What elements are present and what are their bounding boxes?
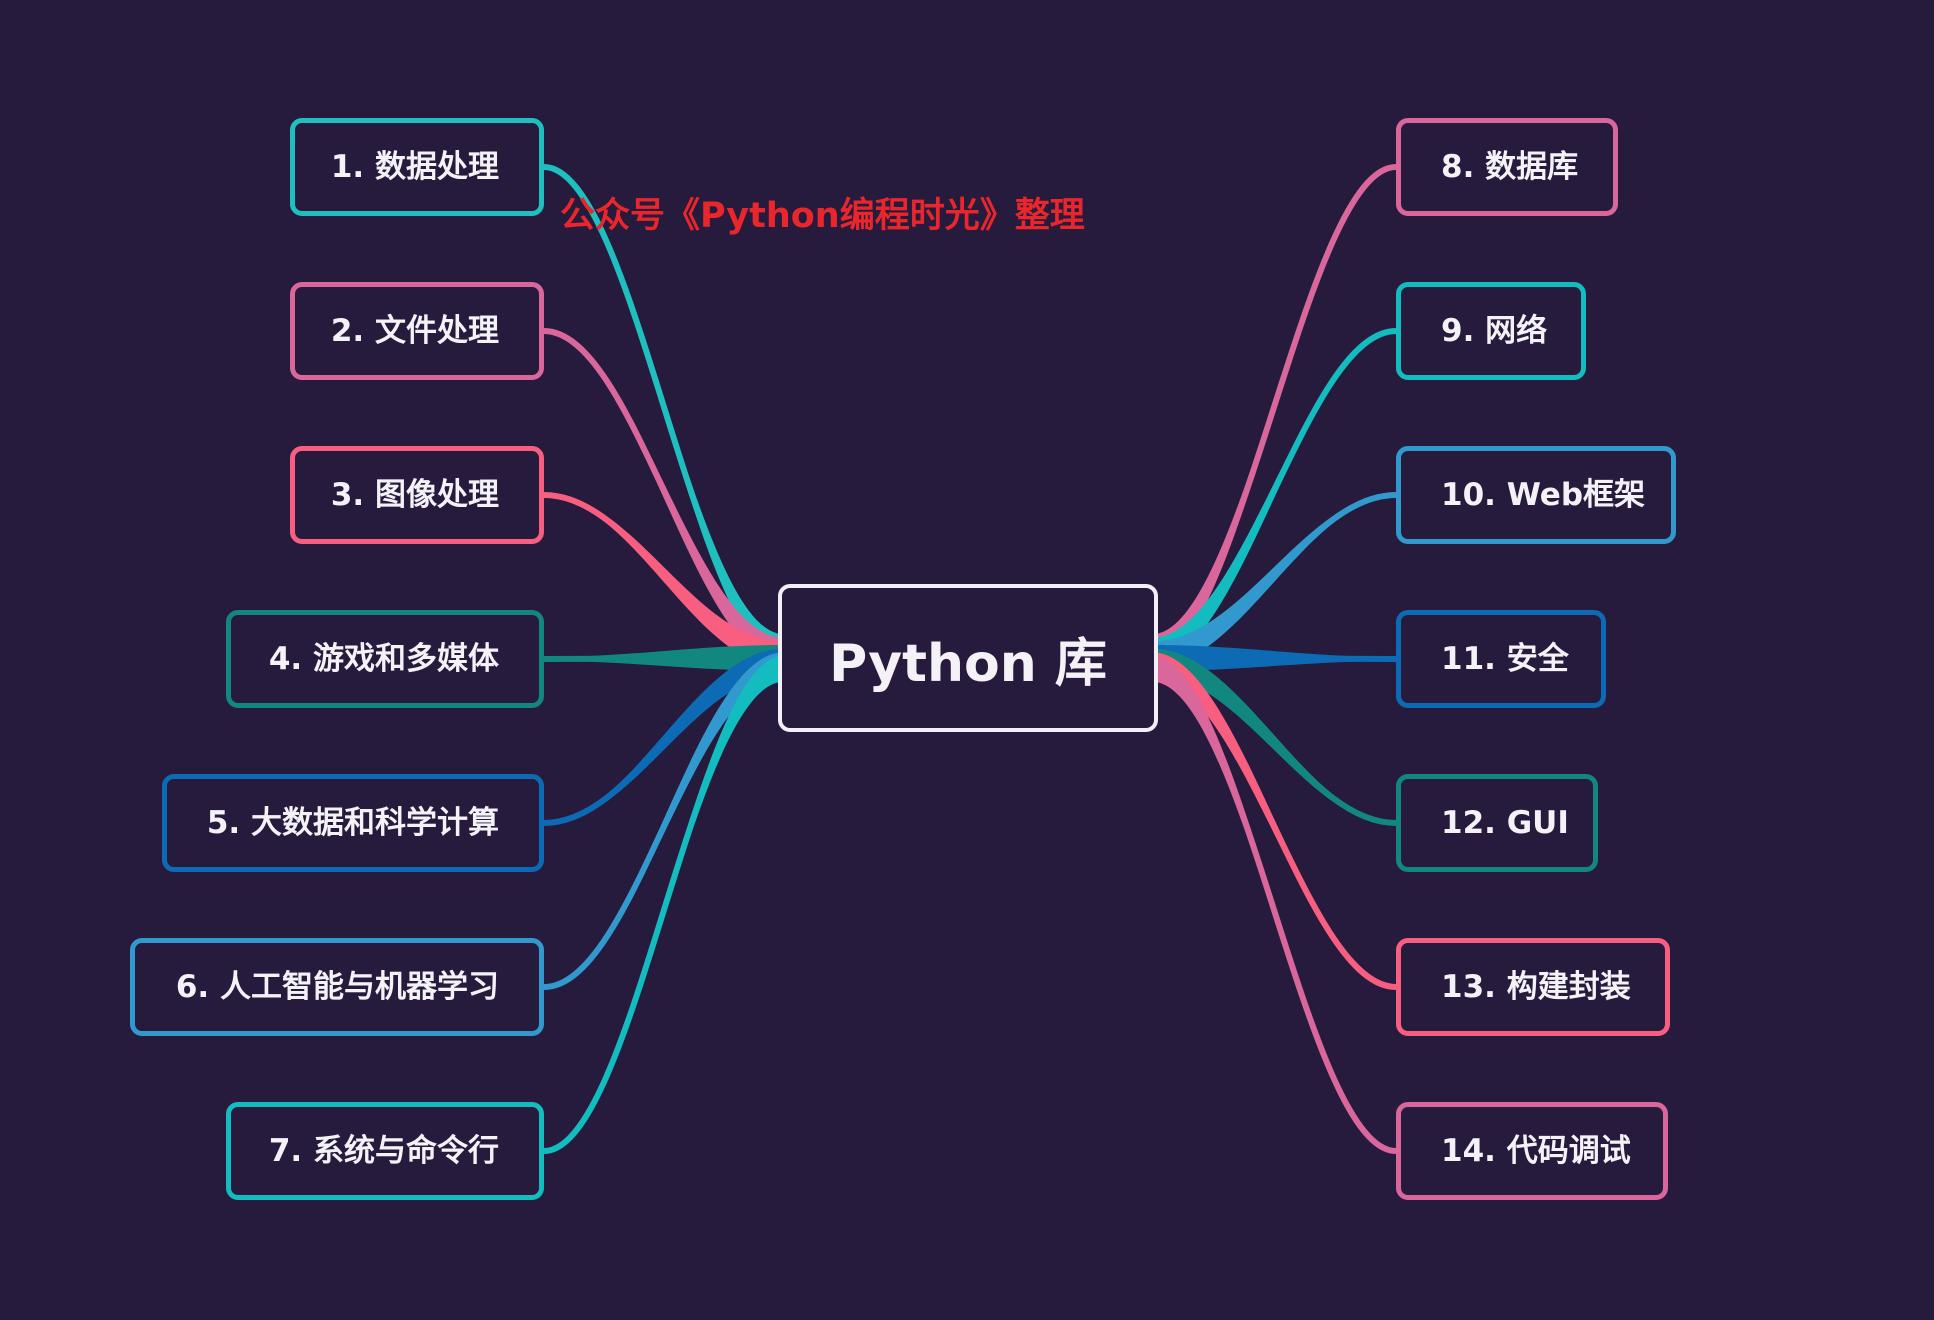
branch-label: 10. Web框架 — [1441, 477, 1646, 513]
branch-image-processing[interactable]: 3. 图像处理 — [290, 446, 544, 544]
connector-12 — [1152, 648, 1396, 825]
branch-label: 9. 网络 — [1441, 313, 1548, 349]
connector-3 — [544, 493, 784, 668]
branch-label: 11. 安全 — [1441, 641, 1569, 677]
connector-line-6 — [541, 662, 787, 990]
branch-label: 1. 数据处理 — [330, 149, 499, 185]
branch-ai-machine-learning[interactable]: 6. 人工智能与机器学习 — [130, 938, 544, 1036]
central-topic-label: Python 库 — [829, 633, 1107, 694]
branch-label: 12. GUI — [1441, 805, 1569, 841]
branch-big-data-scientific-computing[interactable]: 5. 大数据和科学计算 — [162, 774, 544, 872]
connector-line-7 — [541, 665, 787, 1154]
branch-file-processing[interactable]: 2. 文件处理 — [290, 282, 544, 380]
branch-label: 2. 文件处理 — [330, 313, 499, 349]
connector-line-13 — [1149, 662, 1399, 990]
branch-web-framework[interactable]: 10. Web框架 — [1396, 446, 1676, 544]
branch-build-packaging[interactable]: 13. 构建封装 — [1396, 938, 1670, 1036]
branch-label: 8. 数据库 — [1441, 149, 1579, 185]
branch-system-command-line[interactable]: 7. 系统与命令行 — [226, 1102, 544, 1200]
watermark-text: 公众号《Python编程时光》整理 — [560, 196, 1085, 236]
branch-label: 5. 大数据和科学计算 — [206, 805, 499, 841]
branch-label: 4. 游戏和多媒体 — [268, 641, 499, 677]
branch-games-multimedia[interactable]: 4. 游戏和多媒体 — [226, 610, 544, 708]
connector-line-14 — [1149, 665, 1399, 1154]
branch-data-processing[interactable]: 1. 数据处理 — [290, 118, 544, 216]
branch-gui[interactable]: 12. GUI — [1396, 774, 1598, 872]
branch-label: 13. 构建封装 — [1441, 969, 1631, 1005]
connector-line-8 — [1149, 164, 1399, 651]
branch-label: 3. 图像处理 — [330, 477, 499, 513]
branch-database[interactable]: 8. 数据库 — [1396, 118, 1618, 216]
connector-5 — [544, 648, 784, 825]
branch-security[interactable]: 11. 安全 — [1396, 610, 1606, 708]
connector-line-9 — [1149, 328, 1399, 654]
connector-10 — [1152, 493, 1396, 668]
branch-label: 6. 人工智能与机器学习 — [175, 969, 499, 1005]
branch-label: 7. 系统与命令行 — [268, 1133, 499, 1169]
connector-line-1 — [541, 164, 787, 651]
branch-code-debugging[interactable]: 14. 代码调试 — [1396, 1102, 1668, 1200]
branch-label: 14. 代码调试 — [1441, 1133, 1631, 1169]
central-topic[interactable]: Python 库 — [778, 584, 1158, 732]
branch-network[interactable]: 9. 网络 — [1396, 282, 1586, 380]
connector-line-2 — [541, 328, 787, 654]
